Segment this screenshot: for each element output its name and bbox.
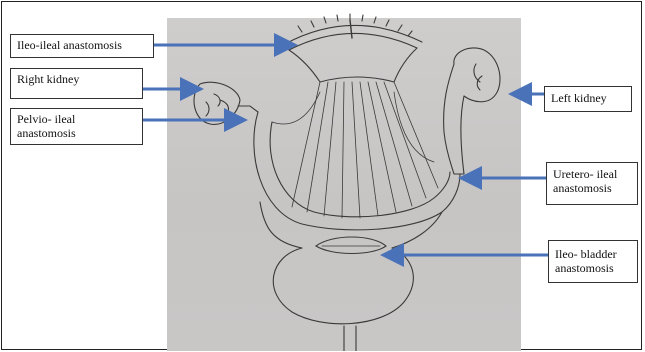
label-uretero-ileal-anastomosis: Uretero- ileal anastomosis [546, 162, 638, 205]
label-ileo-bladder-anastomosis: Ileo- bladder anastomosis [548, 240, 638, 283]
label-pelvio-ileal-anastomosis: Pelvio- ileal anastomosis [10, 108, 143, 145]
label-left-kidney: Left kidney [544, 86, 632, 112]
label-right-kidney: Right kidney [10, 68, 143, 99]
label-ileo-ileal-anastomosis: Ileo-ileal anastomosis [10, 34, 154, 58]
